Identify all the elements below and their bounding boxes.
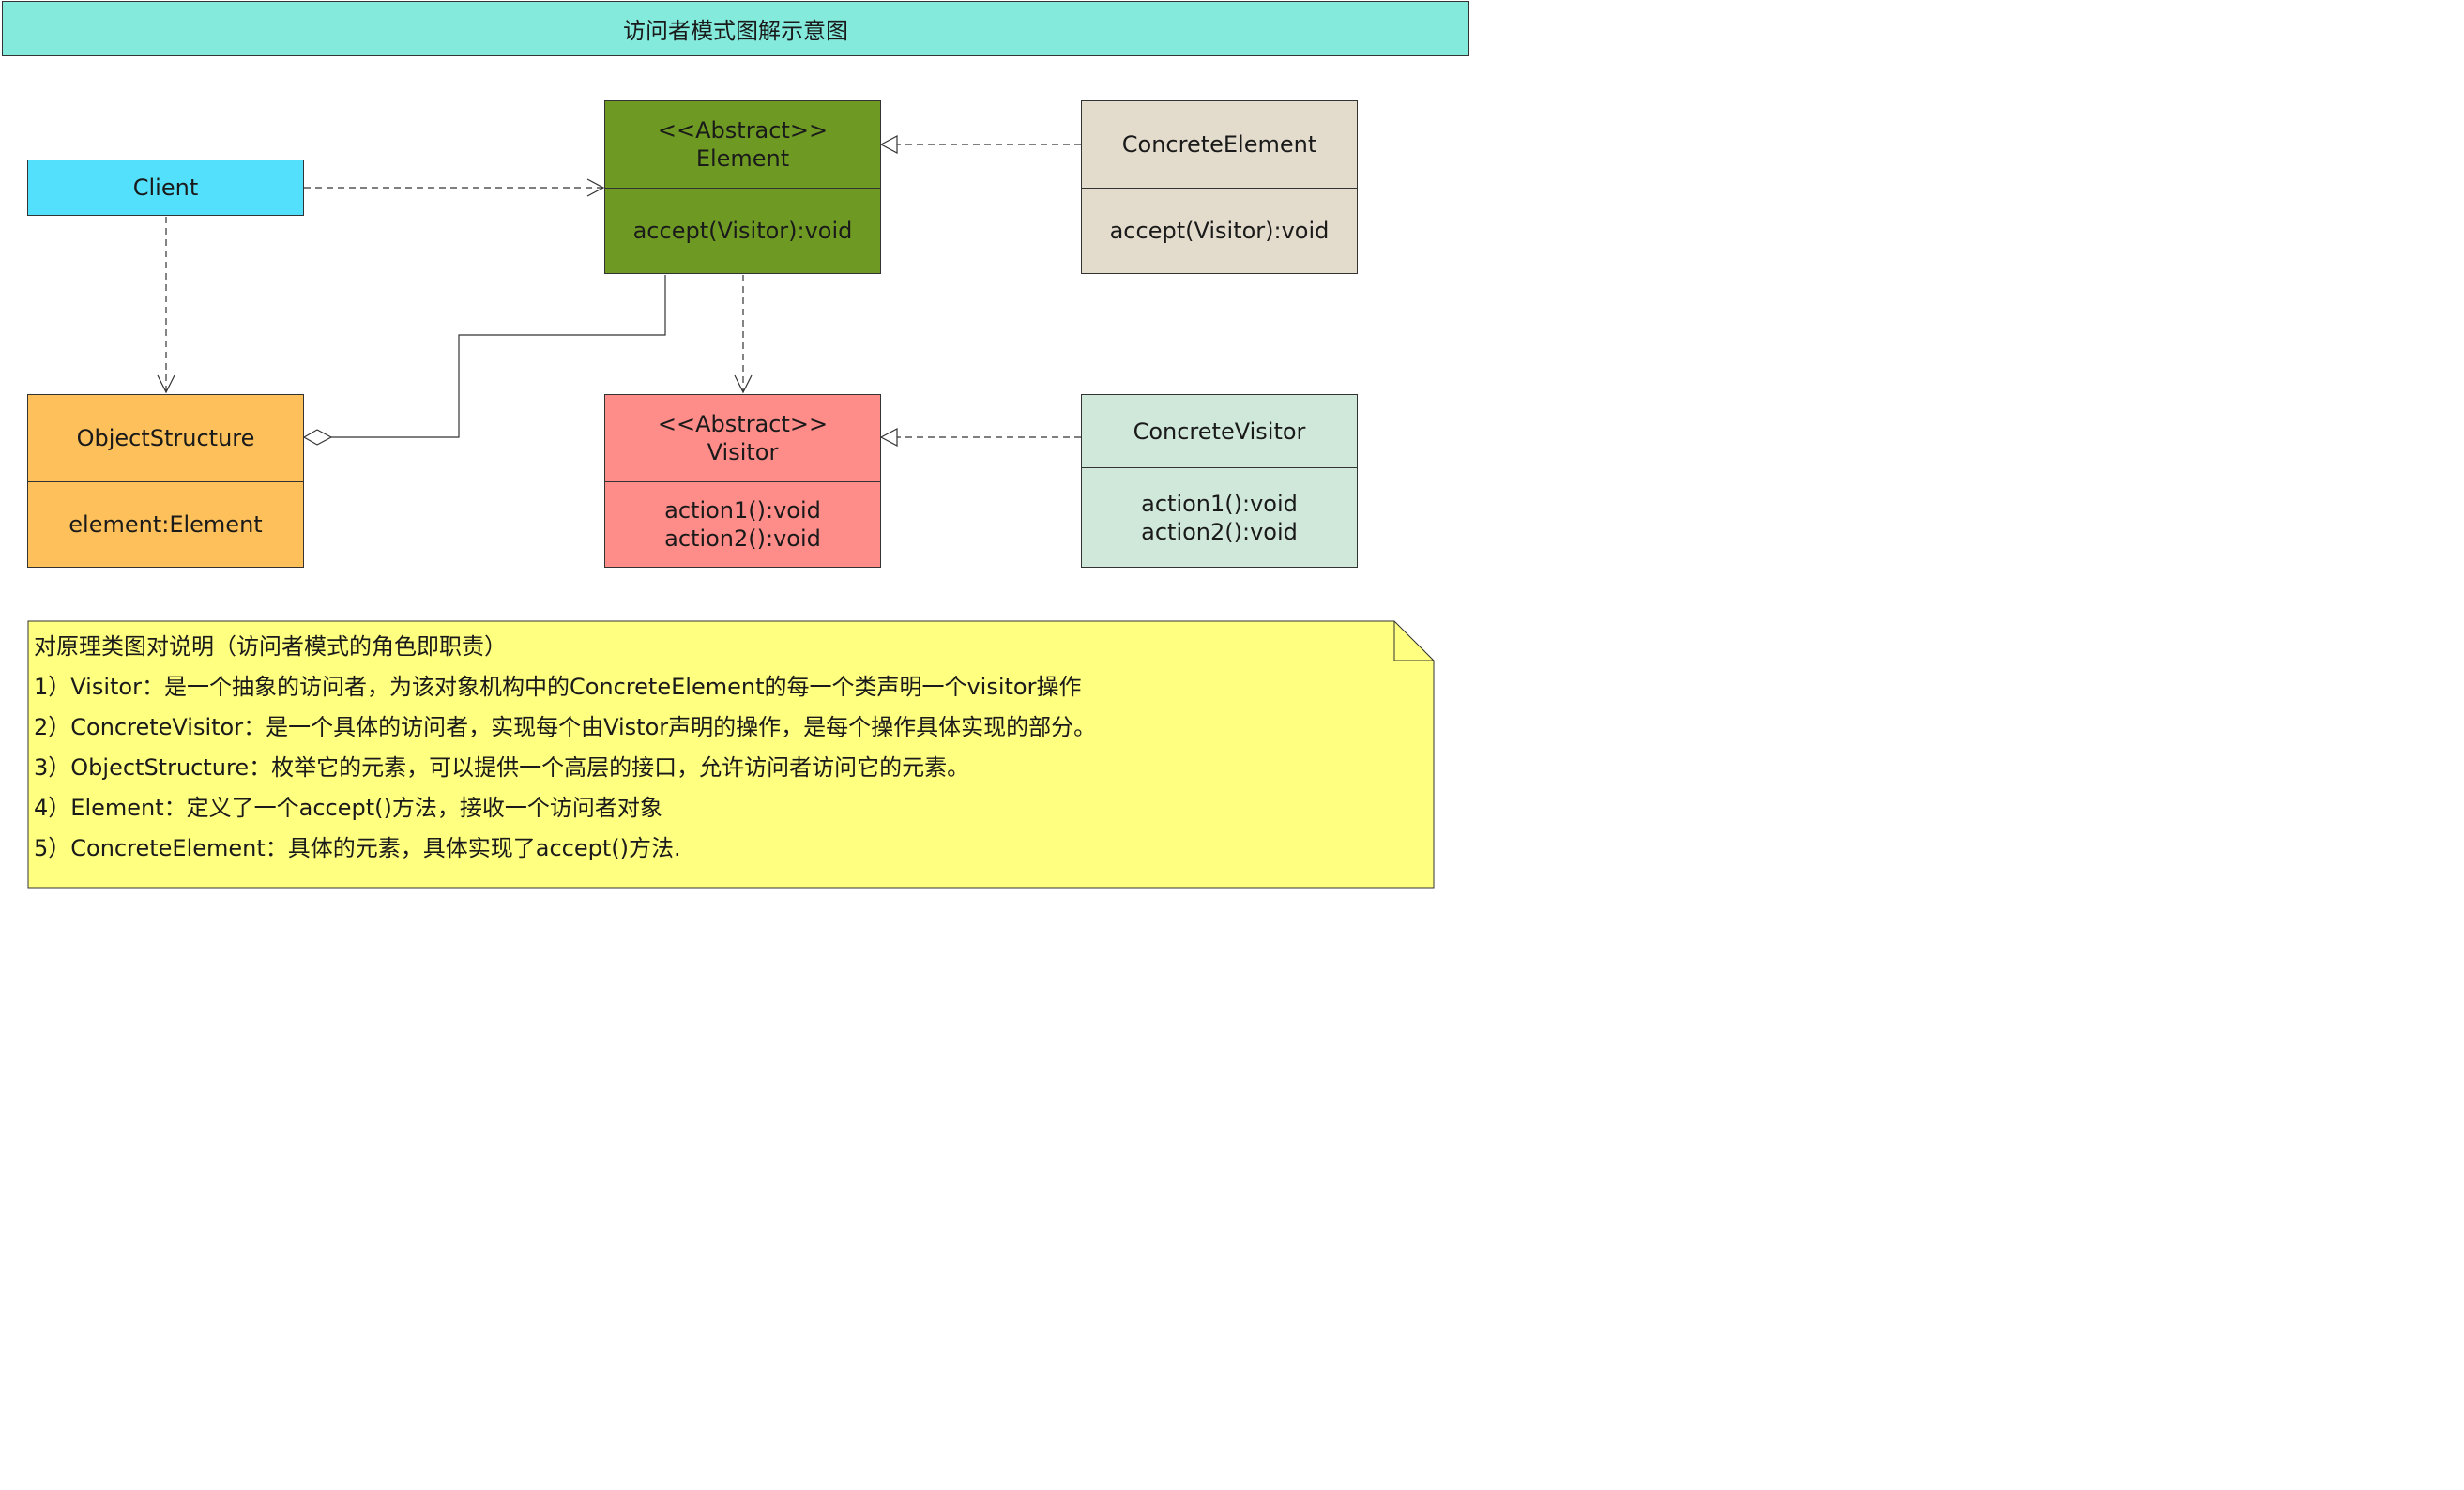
connectors-layer [27,135,1435,889]
note-line-number: 1） [34,674,71,700]
class-object-structure-name: ObjectStructure [76,425,255,451]
note-line-term: ObjectStructure [70,754,250,781]
class-object-structure-header: ObjectStructure [28,395,303,481]
note-line: 4）Element：定义了一个accept()方法，接收一个访问者对象 [34,788,1385,829]
class-client: Client [27,160,304,216]
note-heading: 对原理类图对说明（访问者模式的角色即职责） [34,633,507,660]
note-line-number: 3） [34,754,71,781]
class-element-member: accept(Visitor):void [632,218,853,244]
class-concrete-element-members: accept(Visitor):void [1082,188,1357,273]
note-line-term: Visitor [70,674,142,700]
class-concrete-visitor-name: ConcreteVisitor [1133,418,1306,445]
class-visitor-member: action2():void [664,525,821,552]
note-content: 对原理类图对说明（访问者模式的角色即职责） 1）Visitor：是一个抽象的访问… [34,627,1385,869]
note-line-term: ConcreteVisitor [70,714,244,740]
class-concrete-visitor-member: action2():void [1141,518,1298,545]
note-line-text: ：具体的元素，具体实现了accept()方法. [265,835,681,861]
class-visitor-name: Visitor [707,439,779,465]
class-client-header: Client [28,160,303,215]
page-title: 访问者模式图解示意图 [2,1,1469,56]
note-line-number: 2） [34,714,71,740]
class-object-structure: ObjectStructure element:Element [27,394,304,568]
note-line: 3）ObjectStructure：枚举它的元素，可以提供一个高层的接口，允许访… [34,748,1385,788]
class-element-header: <<Abstract>> Element [605,101,880,188]
concretevisitor-visitor-arrowhead [879,428,898,447]
objectstructure-element-aggregation [331,275,666,438]
note-line-text: ：枚举它的元素，可以提供一个高层的接口，允许访问者访问它的元素。 [249,754,970,781]
class-concrete-element-header: ConcreteElement [1082,101,1357,188]
class-concrete-visitor: ConcreteVisitor action1():void action2()… [1081,394,1358,568]
class-concrete-element: ConcreteElement accept(Visitor):void [1081,100,1358,274]
note-line: 1）Visitor：是一个抽象的访问者，为该对象机构中的ConcreteElem… [34,667,1385,707]
note-line: 2）ConcreteVisitor：是一个具体的访问者，实现每个由Vistor声… [34,707,1385,748]
class-element: <<Abstract>> Element accept(Visitor):voi… [604,100,881,274]
note-line-term: ConcreteElement [70,835,266,861]
note-line: 5）ConcreteElement：具体的元素，具体实现了accept()方法. [34,829,1385,869]
class-visitor: <<Abstract>> Visitor action1():void acti… [604,394,881,568]
class-visitor-member: action1():void [664,497,821,524]
diagram-canvas: 访问者模式图解示意图 Client <<Abstract>> Element a… [0,0,1471,890]
class-object-structure-member: element:Element [68,511,263,538]
class-visitor-members: action1():void action2():void [605,481,880,567]
class-visitor-header: <<Abstract>> Visitor [605,395,880,481]
class-concrete-element-member: accept(Visitor):void [1109,218,1330,244]
class-client-name: Client [132,175,199,201]
note-line-number: 5） [34,835,71,861]
note-shape [27,620,1435,889]
note-line-number: 4） [34,795,71,821]
note-line-text: ：是一个抽象的访问者，为该对象机构中的ConcreteElement的每一个类声… [141,674,1082,700]
class-object-structure-members: element:Element [28,481,303,567]
class-element-name: Element [695,145,790,172]
class-concrete-visitor-member: action1():void [1141,490,1298,517]
class-concrete-element-name: ConcreteElement [1121,131,1317,158]
note-fold [1393,621,1434,661]
class-element-members: accept(Visitor):void [605,188,880,273]
element-visitor-arrowhead [734,374,753,394]
class-visitor-stereotype: <<Abstract>> [657,411,829,437]
concreteelement-element-arrowhead [879,135,898,154]
client-element-arrowhead [586,178,605,197]
client-objectstructure-arrowhead [157,374,175,394]
note-line-term: Element [70,795,164,821]
class-concrete-visitor-members: action1():void action2():void [1082,467,1357,567]
class-concrete-visitor-header: ConcreteVisitor [1082,395,1357,467]
note-line-text: ：是一个具体的访问者，实现每个由Vistor声明的操作，是每个操作具体实现的部分… [243,714,1097,740]
class-element-stereotype: <<Abstract>> [657,117,829,144]
aggregation-diamond [302,429,333,446]
note-line-text: ：定义了一个accept()方法，接收一个访问者对象 [163,795,662,821]
